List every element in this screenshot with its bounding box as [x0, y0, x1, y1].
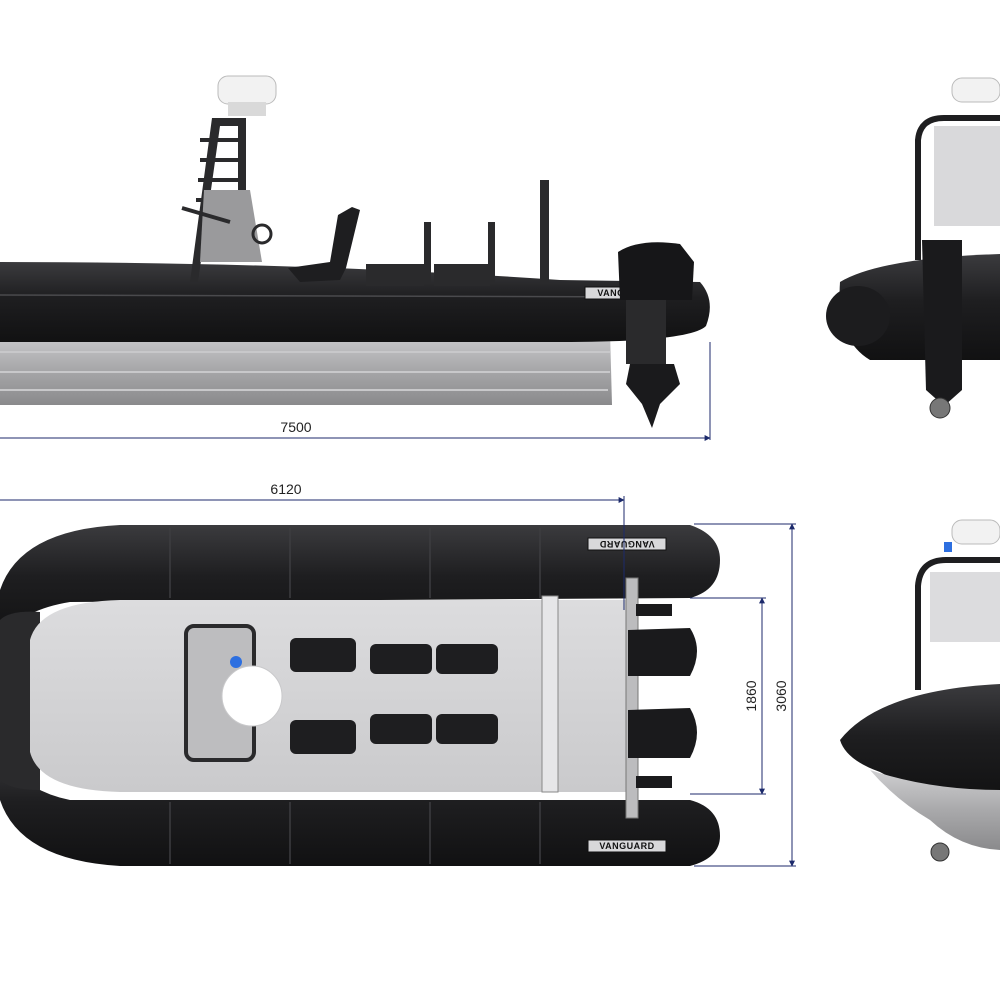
- plan-deck: [30, 600, 630, 792]
- dim-overall-beam-label: 3060: [773, 680, 789, 711]
- plan-brand-label-bottom: [587, 839, 667, 853]
- bow-hull: [870, 770, 1000, 850]
- plan-view: VANGUARD VANGUARD: [0, 481, 796, 867]
- stern-tube-end: [826, 286, 890, 346]
- dim-overall-length-label: 7500: [280, 419, 311, 435]
- plan-console: [184, 624, 283, 762]
- side-post: [540, 180, 549, 284]
- plan-brand-text-bottom: VANGUARD: [599, 841, 654, 851]
- dim-inner-beam-label: 1860: [743, 680, 759, 711]
- plan-transom: [541, 595, 559, 793]
- plan-brand-label-top: [587, 537, 667, 551]
- dim-hull-length: 6120: [0, 481, 625, 610]
- dim-inner-beam: 1860: [690, 597, 766, 795]
- plan-seats: [290, 638, 498, 754]
- dim-overall-length: 7500: [0, 342, 711, 441]
- side-seat: [288, 207, 360, 282]
- side-benches: [366, 222, 495, 286]
- dim-overall-beam: 3060: [694, 523, 796, 867]
- side-outboard: [618, 242, 694, 428]
- plan-brand-text-top: VANGUARD: [599, 539, 654, 549]
- side-hull: [0, 330, 612, 405]
- side-tube: [0, 262, 710, 342]
- side-view: VANGUARD: [0, 75, 711, 441]
- dim-hull-length-label: 6120: [270, 481, 301, 497]
- stern-view: [826, 77, 1000, 419]
- plan-engines: [628, 604, 697, 788]
- side-console-arch: [181, 75, 277, 282]
- bow-view: [840, 519, 1000, 862]
